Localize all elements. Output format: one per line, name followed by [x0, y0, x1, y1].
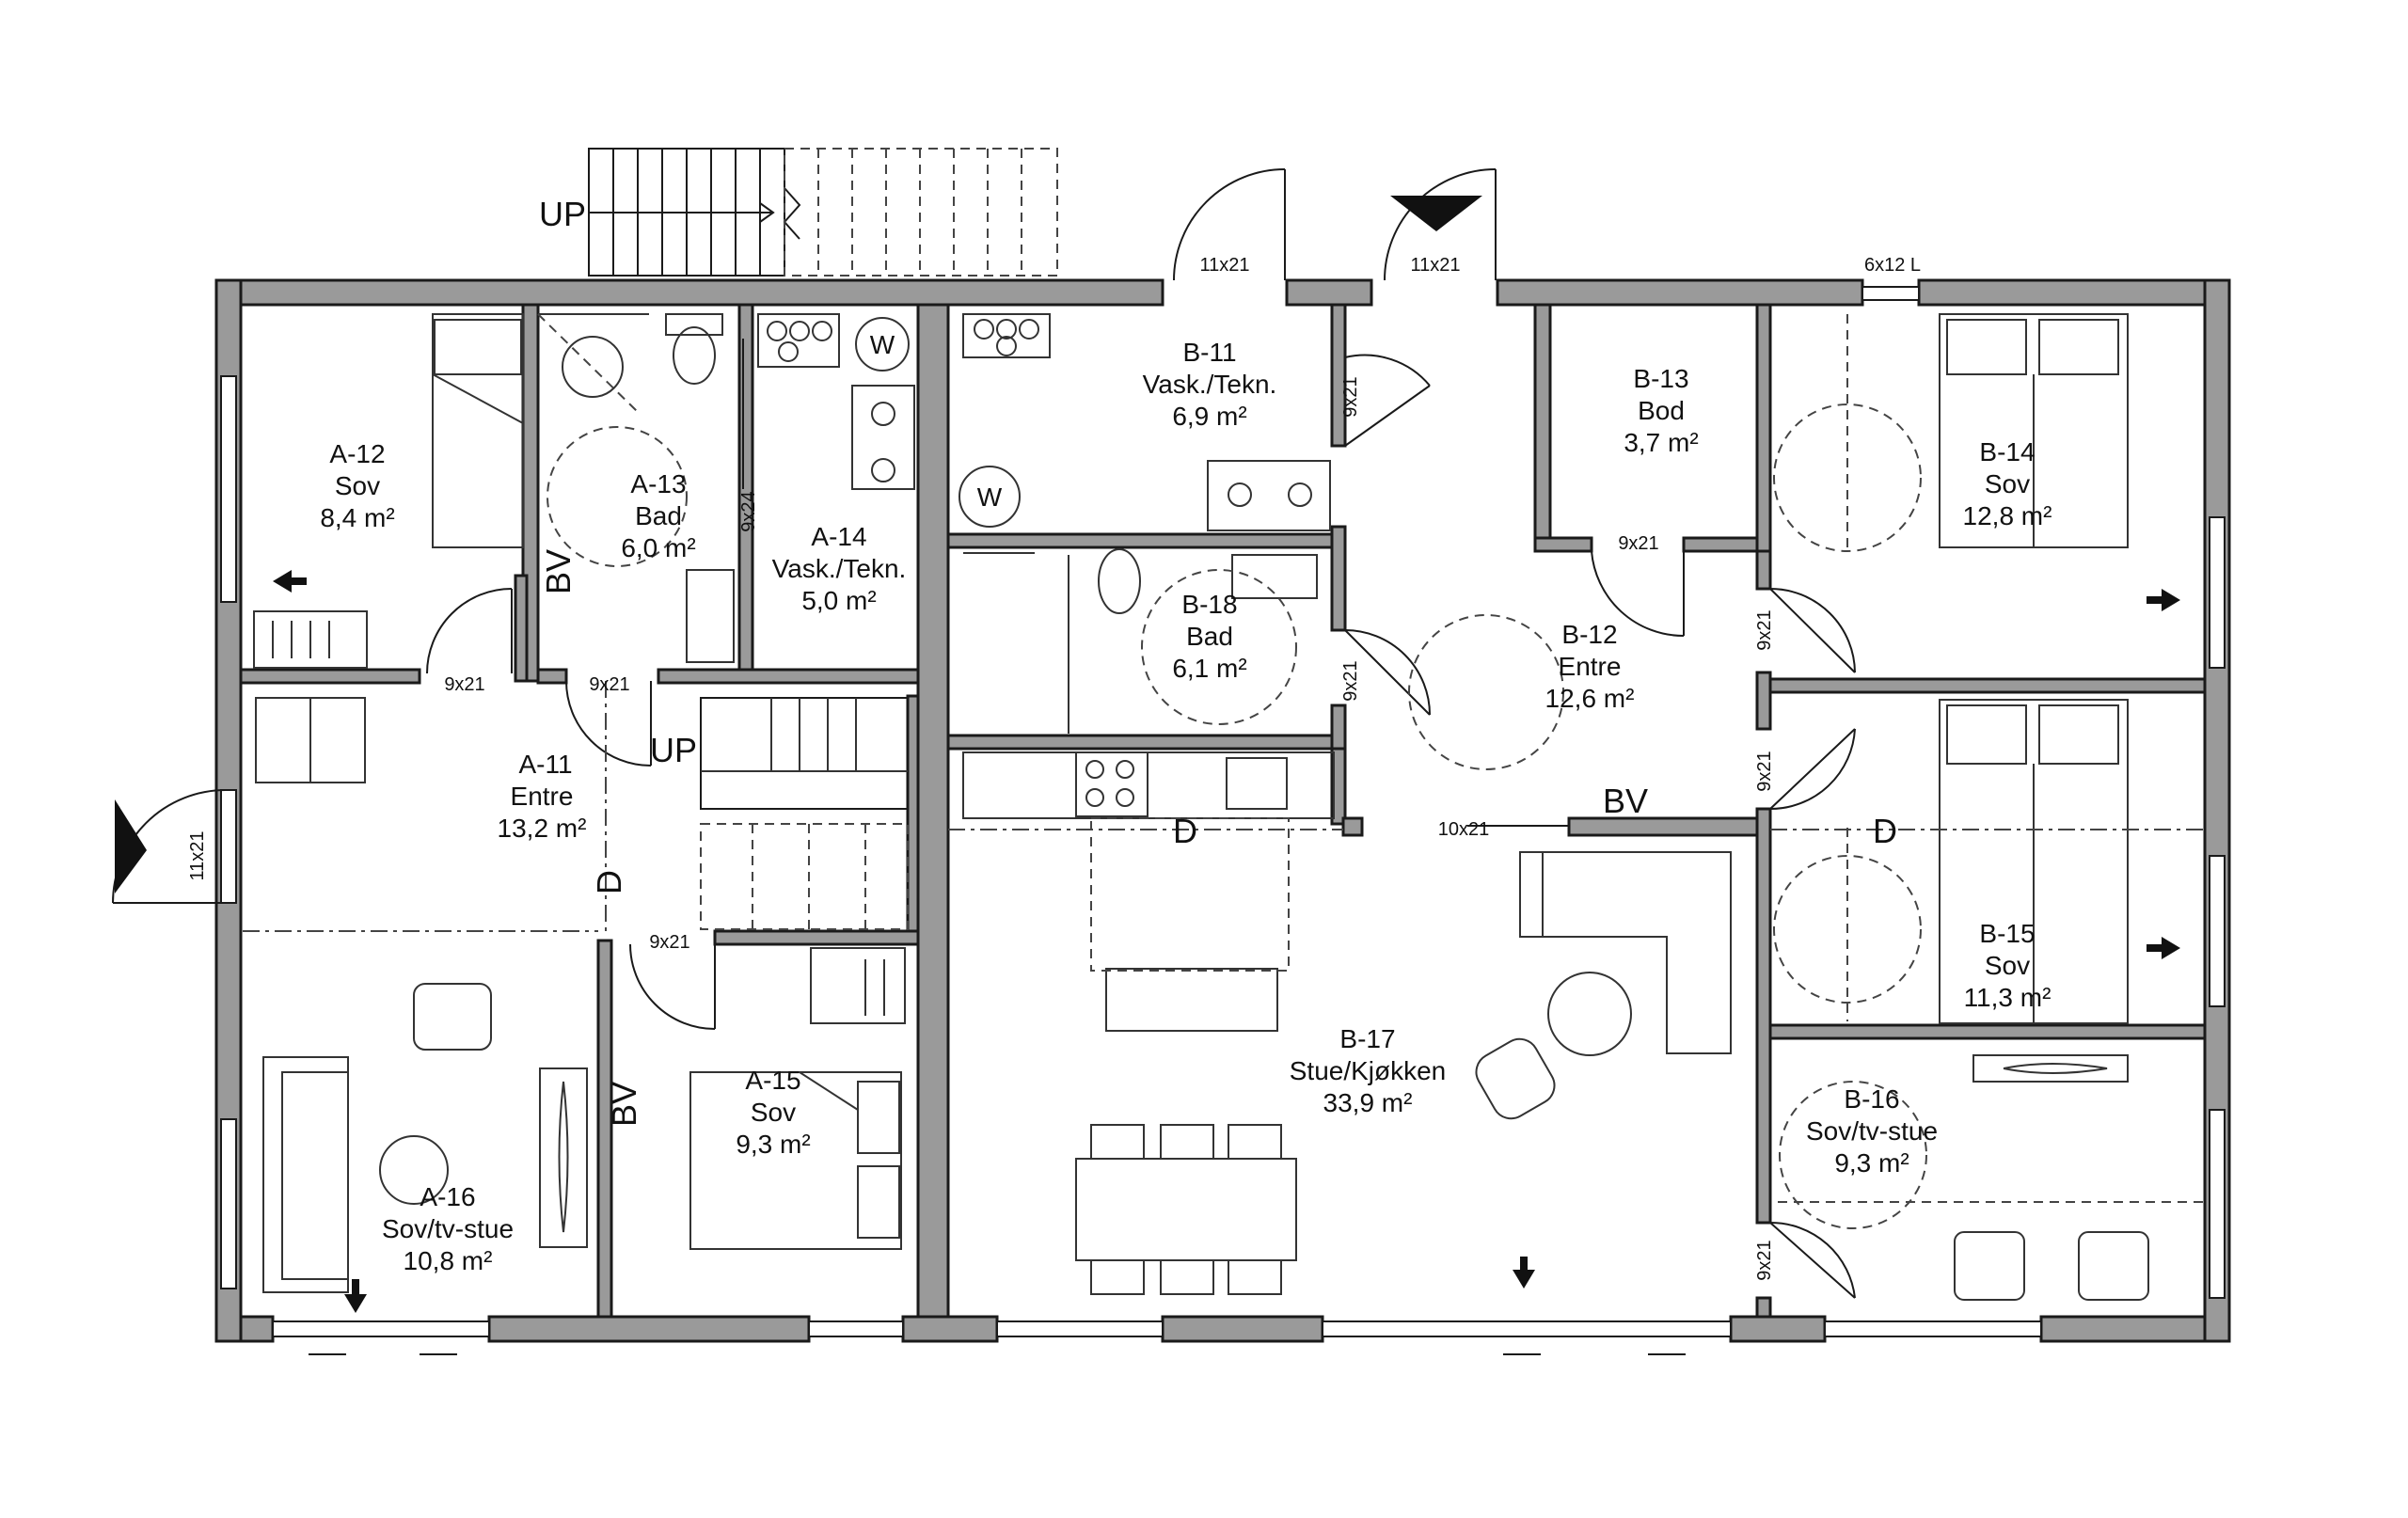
outdoor-stair [588, 148, 1058, 277]
room-b11-name: Vask./Tekn. [1143, 370, 1277, 399]
room-b18-area: 6,1 m² [1172, 654, 1246, 683]
plan-markers: UP BV BV BV D D D [539, 549, 1897, 1127]
section-lines [243, 681, 2205, 932]
room-a11-name: Entre [511, 782, 574, 811]
d-marker-b15: D [1873, 812, 1897, 850]
dim-a14: 9x24 [738, 491, 759, 531]
room-b17-id: B-17 [1339, 1024, 1395, 1053]
room-b12-id: B-12 [1561, 620, 1617, 649]
dim-b16: 9x21 [1754, 1240, 1775, 1280]
dim-b11: 9x21 [1340, 376, 1361, 417]
w-marker-b11: W [977, 482, 1003, 512]
room-b18-id: B-18 [1181, 590, 1237, 619]
door-dimension-labels: 11x21 11x21 6x12 L 9x21 9x21 9x24 9x21 1… [187, 255, 1921, 1281]
dim-a15: 9x21 [649, 932, 689, 953]
arrow-right-icon [2162, 589, 2180, 611]
dim-win-top: 6x12 L [1864, 255, 1921, 276]
dim-a13: 9x21 [589, 674, 629, 695]
dim-b15: 9x21 [1754, 751, 1775, 791]
room-a12-area: 8,4 m² [320, 503, 394, 532]
room-a15-name: Sov [751, 1098, 796, 1127]
room-a13-name: Bad [635, 501, 682, 530]
washing-machine-icon [958, 466, 1021, 528]
dim-a12: 9x21 [444, 674, 484, 695]
dim-b18: 9x21 [1340, 660, 1361, 701]
room-b11-area: 6,9 m² [1172, 402, 1246, 431]
exterior-walls [214, 278, 2231, 1343]
room-a14-area: 5,0 m² [801, 586, 876, 615]
arrow-down-icon [344, 1294, 367, 1313]
room-a12-id: A-12 [329, 439, 385, 468]
arrow-down-icon [1513, 1270, 1535, 1289]
room-a12-name: Sov [335, 471, 380, 500]
room-b12-area: 12,6 m² [1545, 684, 1635, 713]
up-label-inside: UP [650, 731, 697, 769]
room-a16-id: A-16 [420, 1182, 475, 1211]
room-a15-id: A-15 [745, 1066, 800, 1095]
dim-ext-top2: 11x21 [1410, 255, 1460, 276]
washing-machine-icon [855, 317, 910, 372]
dim-b13: 9x21 [1618, 533, 1658, 554]
room-b11-id: B-11 [1182, 338, 1236, 367]
d-marker-a: D [590, 870, 628, 894]
room-b13-area: 3,7 m² [1624, 428, 1698, 457]
room-b17-area: 33,9 m² [1323, 1088, 1413, 1117]
dim-ext-top1: 11x21 [1199, 255, 1249, 276]
bv-a15: BV [605, 1082, 643, 1127]
room-a16-name: Sov/tv-stue [382, 1214, 514, 1243]
room-b16-name: Sov/tv-stue [1806, 1116, 1938, 1146]
room-a13-id: A-13 [630, 469, 686, 498]
room-a11-area: 13,2 m² [498, 814, 587, 843]
entry-arrow-top-icon [1390, 196, 1482, 231]
room-a14-name: Vask./Tekn. [772, 554, 907, 583]
room-b14-name: Sov [1985, 469, 2030, 498]
room-b13-name: Bod [1638, 396, 1685, 425]
room-a14-id: A-14 [811, 522, 866, 551]
room-b14-area: 12,8 m² [1963, 501, 2052, 530]
room-b18-name: Bad [1186, 622, 1233, 651]
room-b15-area: 11,3 m² [1964, 983, 2052, 1012]
room-a16-area: 10,8 m² [404, 1246, 493, 1275]
arrow-left-icon [273, 570, 292, 593]
up-label-outside: UP [539, 195, 586, 233]
room-b14-id: B-14 [1979, 437, 2035, 466]
room-b15-id: B-15 [1979, 919, 2035, 948]
turning-circles [547, 403, 1927, 1229]
room-a11-id: A-11 [518, 750, 572, 779]
room-a15-area: 9,3 m² [736, 1130, 810, 1159]
entry-arrow-left-icon [115, 799, 147, 893]
room-a13-area: 6,0 m² [621, 533, 695, 562]
furniture [253, 313, 2205, 1301]
room-b12-name: Entre [1559, 652, 1622, 681]
interior-walls [239, 303, 2207, 1319]
w-marker-a14: W [870, 330, 895, 359]
dim-b17: 10x21 [1438, 819, 1490, 840]
d-marker-b17: D [1173, 812, 1197, 850]
dim-b14: 9x21 [1754, 609, 1775, 650]
room-b16-area: 9,3 m² [1834, 1148, 1909, 1178]
dim-ext-left: 11x21 [187, 830, 208, 880]
bv-a13: BV [539, 549, 578, 594]
room-b13-id: B-13 [1633, 364, 1688, 393]
shower-icon [562, 336, 624, 398]
windows [220, 286, 2226, 1337]
bv-b: BV [1603, 782, 1648, 820]
room-b15-name: Sov [1985, 951, 2030, 980]
arrow-right-icon [2162, 937, 2180, 959]
room-b16-id: B-16 [1844, 1084, 1899, 1114]
direction-arrows [273, 570, 2180, 1313]
room-labels: A-12 Sov 8,4 m² A-13 Bad 6,0 m² A-14 Vas… [320, 338, 2052, 1275]
room-b17-name: Stue/Kjøkken [1290, 1056, 1447, 1085]
